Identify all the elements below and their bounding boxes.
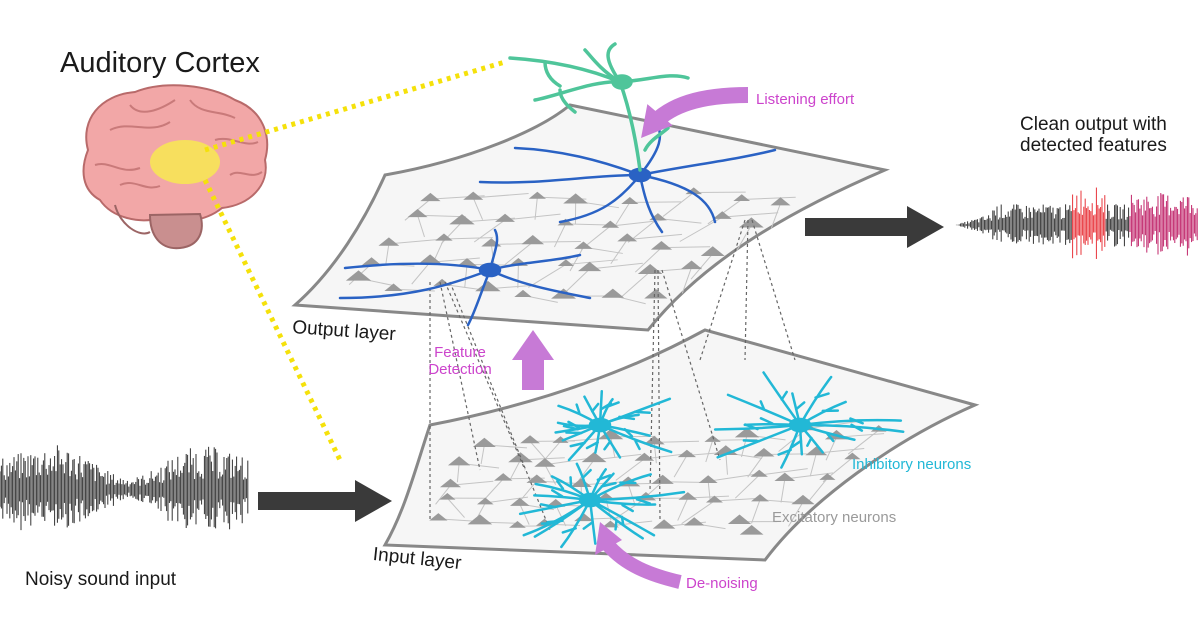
- clean-output-label: Clean output with detected features: [1020, 115, 1167, 157]
- dendrite: [744, 440, 759, 441]
- feature-detection-arrow: [512, 330, 554, 390]
- dendrite: [616, 521, 617, 529]
- feature-detection-label: Feature Detection: [410, 345, 510, 378]
- feature-detection-line-1: Feature: [410, 345, 510, 362]
- noisy-input-label: Noisy sound input: [25, 570, 176, 591]
- inhibitory-neuron-icon: [790, 419, 810, 431]
- inhibitory-neurons-label: Inhibitory neurons: [852, 457, 971, 474]
- clean-output-line-2: detected features: [1020, 136, 1167, 157]
- noisy-waveform-icon: [0, 445, 248, 530]
- listening-effort-label: Listening effort: [756, 92, 854, 109]
- cortex-highlight: [150, 140, 220, 184]
- de-noising-label: De-noising: [686, 576, 758, 593]
- dendrite: [542, 523, 557, 524]
- inhibitory-neuron-icon: [590, 419, 610, 431]
- clean-output-line-1: Clean output with: [1020, 115, 1167, 136]
- input-flow-arrow: [258, 480, 392, 522]
- dendrite: [635, 412, 650, 413]
- page-title: Auditory Cortex: [60, 48, 260, 80]
- output-flow-arrow: [805, 206, 944, 248]
- excitatory-neurons-label: Excitatory neurons: [772, 510, 896, 527]
- mesh-line: [518, 264, 519, 288]
- inhibitory-neuron-icon: [580, 494, 600, 506]
- brain-icon: [84, 85, 268, 248]
- feature-detection-line-2: Detection: [410, 362, 510, 379]
- clean-waveform-icon: [955, 188, 1197, 259]
